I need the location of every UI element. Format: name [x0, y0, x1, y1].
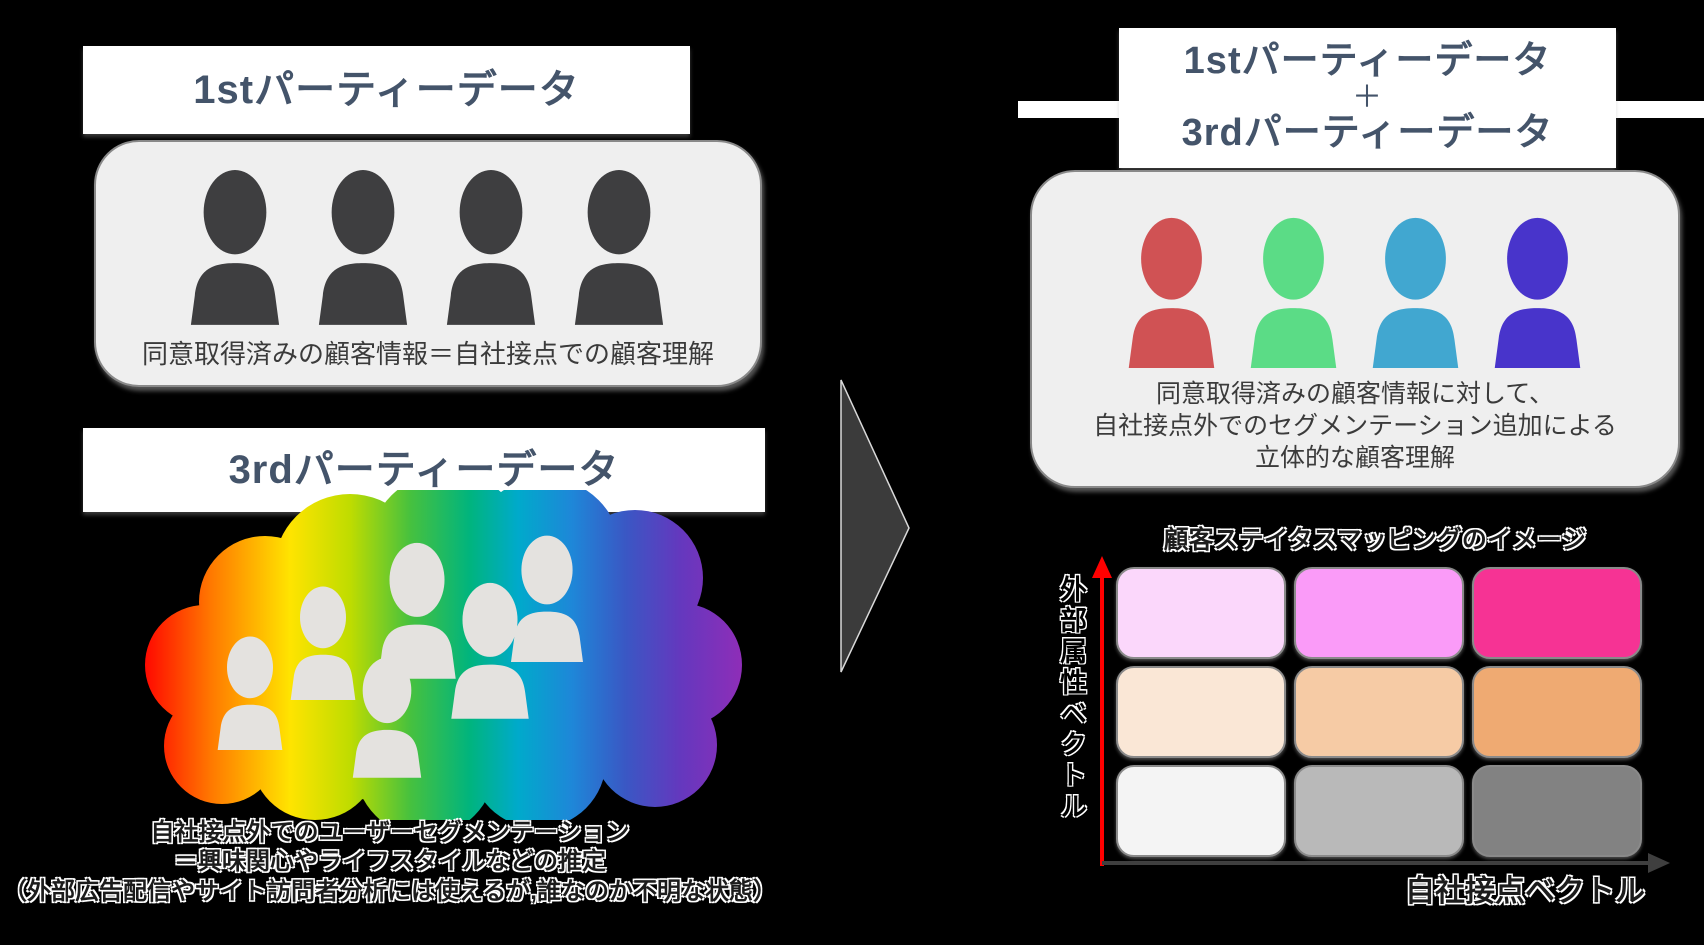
person-icon	[574, 169, 664, 325]
y-axis-label: 外部属性ベクトル	[1056, 575, 1086, 823]
x-axis-label: 自社接点ベクトル	[1405, 875, 1645, 908]
rainbow-cloud	[145, 490, 742, 820]
combined-caption-line-2: 自社接点外でのセグメンテーション追加による	[1093, 412, 1617, 440]
combined-people	[1128, 217, 1581, 368]
grid-cell-r2c1	[1294, 765, 1464, 857]
note-line-2: ＝興味関心やライフスタイルなどの推定	[174, 848, 606, 876]
third-party-title: 3rdパーティーデータ	[228, 448, 620, 492]
note-line-1: 自社接点外でのユーザーセグメンテーション	[150, 819, 630, 846]
grid-cell-r0c1	[1294, 567, 1464, 659]
plus-sign: ＋	[1352, 81, 1383, 114]
grid-cell-r0c0	[1116, 567, 1286, 659]
third-party-note: 自社接点外でのユーザーセグメンテーション ＝興味関心やライフスタイルなどの推定 …	[0, 818, 780, 906]
grid-cell-r1c2	[1472, 666, 1642, 758]
person-icon	[1250, 217, 1337, 368]
combined-caption: 同意取得済みの顧客情報に対して、 自社接点外でのセグメンテーション追加による 立…	[1093, 378, 1617, 474]
person-icon	[1372, 217, 1459, 368]
matrix-title: 顧客ステイタスマッピングのイメージ	[1163, 526, 1587, 554]
merge-arrow	[840, 379, 910, 673]
first-party-title: 1stパーティーデータ	[193, 68, 580, 112]
x-axis-arrowhead	[1648, 853, 1670, 873]
grid-cell-r2c2	[1472, 765, 1642, 857]
person-icon	[1128, 217, 1215, 368]
combined-title-line-1: 1stパーティーデータ	[1183, 40, 1552, 83]
combined-title-box: 1stパーティーデータ ＋ 3rdパーティーデータ	[1119, 28, 1616, 168]
first-party-caption: 同意取得済みの顧客情報＝自社接点での顧客理解	[141, 338, 714, 369]
combined-caption-line-1: 同意取得済みの顧客情報に対して、	[1155, 380, 1554, 408]
grid-cell-r1c0	[1116, 666, 1286, 758]
person-icon	[318, 169, 408, 325]
person-icon	[446, 169, 536, 325]
person-icon	[1494, 217, 1581, 368]
combined-title-line-2: 3rdパーティーデータ	[1181, 112, 1554, 154]
first-party-people	[190, 169, 664, 325]
y-axis-arrowhead	[1092, 556, 1112, 578]
combined-card: 同意取得済みの顧客情報に対して、 自社接点外でのセグメンテーション追加による 立…	[1030, 170, 1680, 488]
combined-caption-line-3: 立体的な顧客理解	[1254, 444, 1455, 472]
matrix-axes	[1092, 556, 1670, 873]
note-line-3: （外部広告配信やサイト訪問者分析には使えるが,誰なのか不明な状態）	[3, 877, 777, 905]
status-mapping-grid	[1116, 567, 1642, 857]
grid-cell-r0c2	[1472, 567, 1642, 659]
grid-cell-r1c1	[1294, 666, 1464, 758]
grid-cell-r2c0	[1116, 765, 1286, 857]
person-icon	[190, 169, 280, 325]
first-party-title-box: 1stパーティーデータ	[83, 46, 690, 134]
first-party-card: 同意取得済みの顧客情報＝自社接点での顧客理解	[94, 140, 762, 387]
